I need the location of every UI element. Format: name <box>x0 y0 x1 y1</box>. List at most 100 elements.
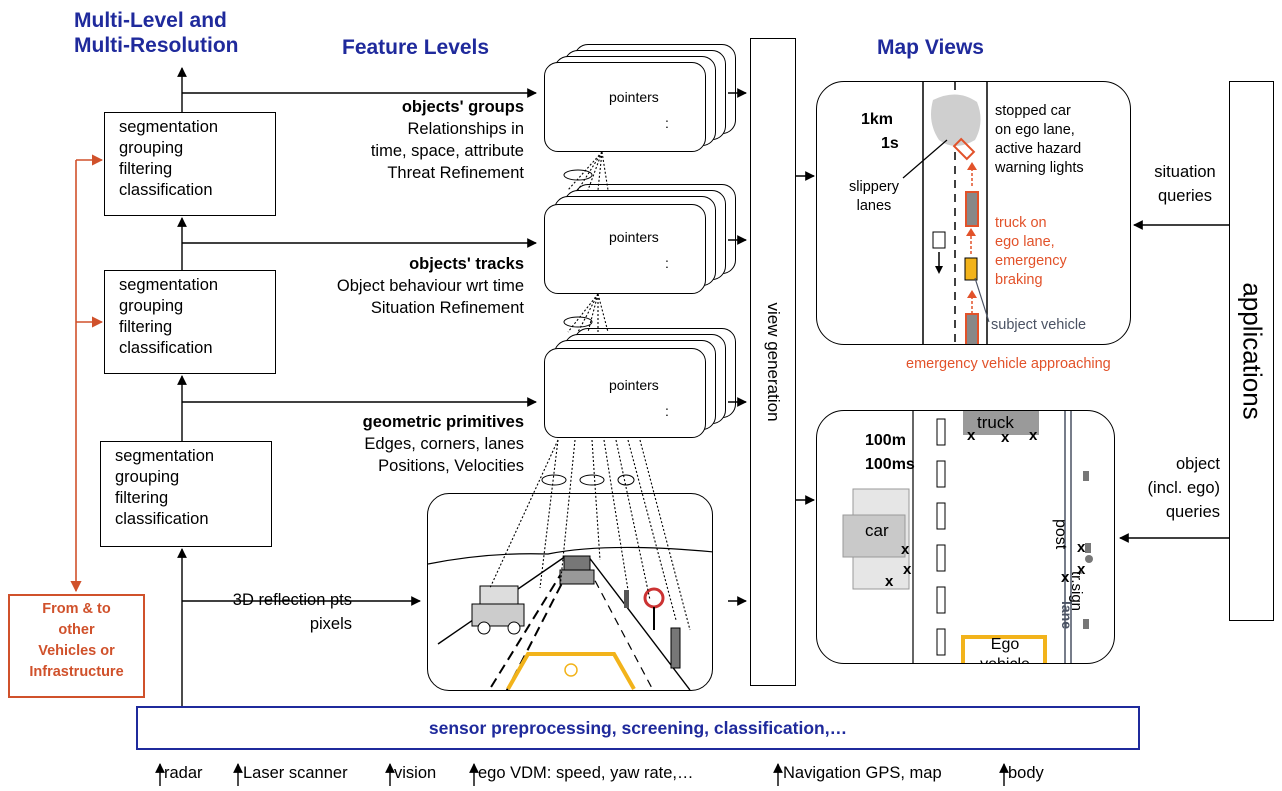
view-generation-label: view generation <box>764 302 783 422</box>
truck-line: emergency <box>995 253 1067 269</box>
truck-label: truck <box>977 413 1014 432</box>
feature-levels-heading: Feature Levels <box>342 36 490 59</box>
tracks-line: Object behaviour wrt time <box>336 277 524 295</box>
input-ego-vdm: ego VDM: speed, yaw rate,… <box>478 764 694 782</box>
stopped-car-label: stopped car on ego lane, active hazard w… <box>995 102 1084 178</box>
card-front: pointers : <box>544 204 706 294</box>
proc-line: filtering <box>115 489 169 507</box>
proc-line: classification <box>119 339 213 357</box>
proc-line: grouping <box>115 468 180 486</box>
tracks-line: Situation Refinement <box>370 299 524 317</box>
groups-line: Relationships in <box>407 120 524 138</box>
card-front: pointers : <box>544 62 706 152</box>
pointers-colon: : <box>665 403 669 419</box>
ego-vehicle-label: Ego vehicle <box>967 635 1043 663</box>
primitives-line: Positions, Velocities <box>378 457 524 475</box>
raw-input-label: 3D reflection pts pixels <box>233 588 352 636</box>
truck-line: truck on <box>995 215 1047 231</box>
proc-line: classification <box>119 181 213 199</box>
situation-map-drawing <box>902 82 990 344</box>
stopped-car-line: warning lights <box>995 160 1084 176</box>
pointers-label: pointers <box>609 229 659 245</box>
truck-braking-label: truck on ego lane, emergency braking <box>995 214 1067 290</box>
object-scale: 100m 100ms <box>865 429 915 477</box>
camera-road-scene <box>427 493 713 691</box>
slippery-lanes-label: slippery lanes <box>849 178 899 216</box>
applications-box: applications <box>1229 81 1274 621</box>
slippery-line: slippery <box>849 179 899 195</box>
primitives-title: geometric primitives <box>362 413 524 431</box>
query-line: queries <box>1165 503 1220 521</box>
raw-input-line: pixels <box>309 615 352 633</box>
from-line: other <box>58 622 95 638</box>
input-navigation: Navigation GPS, map <box>783 764 942 782</box>
ego-line: Ego <box>990 636 1020 653</box>
scale-distance: 1km <box>861 111 894 128</box>
x-marker: x <box>1077 539 1086 556</box>
object-queries-label: object (incl. ego) queries <box>1126 452 1220 524</box>
query-line: (incl. ego) <box>1147 479 1220 497</box>
proc-line: segmentation <box>119 118 219 136</box>
card-front: pointers : <box>544 348 706 438</box>
x-marker: x <box>1001 429 1010 446</box>
situation-scale: 1km 1s <box>861 108 899 156</box>
groups-line: Threat Refinement <box>387 164 524 182</box>
raw-input-line: 3D reflection pts <box>232 591 352 609</box>
stopped-car-line: on ego lane, <box>995 122 1075 138</box>
groups-title: objects' groups <box>401 98 524 116</box>
input-laser-scanner: Laser scanner <box>243 764 348 782</box>
object-map-view: 100m 100ms truck car Ego vehicle post tr… <box>816 410 1115 664</box>
feature-objects-groups: objects' groups Relationships in time, s… <box>371 96 524 184</box>
x-marker: x <box>903 561 912 578</box>
proc-line: segmentation <box>115 447 215 465</box>
situation-queries-label: situation queries <box>1142 160 1228 208</box>
pointers-colon: : <box>665 255 669 271</box>
post-label: post <box>1052 519 1069 550</box>
stopped-car-line: stopped car <box>995 103 1071 119</box>
x-marker: x <box>1061 569 1070 586</box>
x-marker: x <box>1029 427 1038 444</box>
primitives-line: Edges, corners, lanes <box>364 435 524 453</box>
external-vehicles-infrastructure-box: From & to other Vehicles or Infrastructu… <box>8 594 145 698</box>
query-line: queries <box>1157 187 1213 205</box>
emergency-vehicle-label: emergency vehicle approaching <box>906 356 1111 372</box>
query-line: object <box>1175 455 1220 473</box>
input-body: body <box>1008 764 1044 782</box>
subject-vehicle-label: subject vehicle <box>991 317 1087 333</box>
processing-box-top: segmentation grouping filtering classifi… <box>104 112 276 216</box>
pointers-label: pointers <box>609 377 659 393</box>
processing-box-bottom: segmentation grouping filtering classifi… <box>100 441 272 547</box>
object-map-drawing <box>842 411 1093 663</box>
from-line: From & to <box>42 601 111 617</box>
from-line: Infrastructure <box>29 664 124 680</box>
truck-line: ego lane, <box>995 234 1055 250</box>
map-views-heading: Map Views <box>877 36 984 59</box>
scale-time: 100ms <box>865 456 915 473</box>
multi-level-heading: Multi-Level and Multi-Resolution <box>74 8 238 58</box>
car-label: car <box>865 521 889 540</box>
query-line: situation <box>1154 163 1216 181</box>
road-scene-drawing <box>428 546 712 690</box>
scale-time: 1s <box>881 135 899 152</box>
proc-line: filtering <box>119 160 173 178</box>
input-vision: vision <box>394 764 437 782</box>
proc-line: grouping <box>119 139 184 157</box>
from-line: Vehicles or <box>38 643 115 659</box>
input-radar: radar <box>164 764 203 782</box>
proc-line: classification <box>115 510 209 528</box>
x-marker: x <box>967 427 976 444</box>
proc-line: segmentation <box>119 276 219 294</box>
tracks-title: objects' tracks <box>409 255 524 273</box>
situation-map-view: 1km 1s slippery lanes stopped car on ego… <box>816 81 1131 345</box>
proc-line: grouping <box>119 297 184 315</box>
x-marker: x <box>1077 561 1086 578</box>
feature-objects-tracks: objects' tracks Object behaviour wrt tim… <box>337 253 524 319</box>
heading-line-1: Multi-Level and <box>74 9 227 32</box>
x-marker: x <box>901 541 910 558</box>
processing-box-middle: segmentation grouping filtering classifi… <box>104 270 276 374</box>
stopped-car-line: active hazard <box>995 141 1082 157</box>
feature-geometric-primitives: geometric primitives Edges, corners, lan… <box>363 411 524 477</box>
proc-line: filtering <box>119 318 173 336</box>
x-marker: x <box>885 573 894 590</box>
